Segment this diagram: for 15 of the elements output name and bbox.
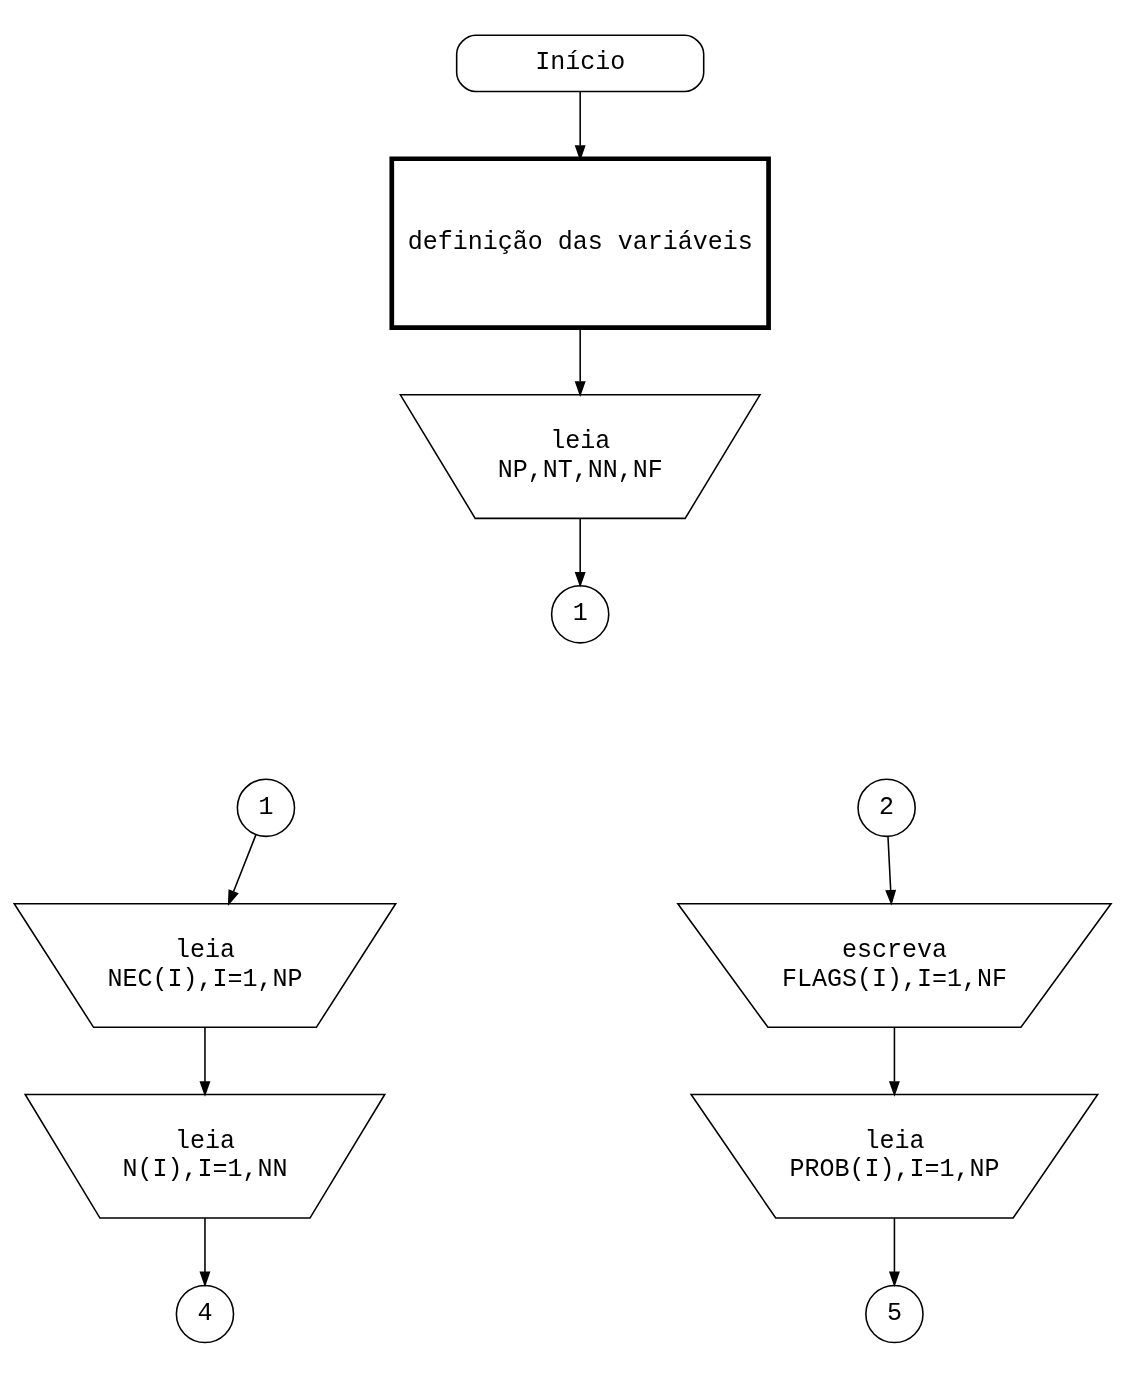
node-circle: 2 <box>857 778 916 838</box>
node-circle: 1 <box>236 778 296 838</box>
arrow <box>885 836 897 906</box>
node-circle: 4 <box>175 1284 235 1344</box>
node-circle: 1 <box>550 585 610 644</box>
node-box: Início <box>455 34 705 93</box>
arrow <box>199 1217 211 1288</box>
node-circle: 5 <box>865 1284 924 1344</box>
arrow <box>227 834 257 906</box>
arrow <box>888 1026 900 1097</box>
arrow <box>574 517 586 588</box>
arrow <box>574 327 586 397</box>
arrow <box>888 1217 900 1288</box>
node-box: definição das variáveis <box>389 156 771 330</box>
arrow <box>199 1026 211 1097</box>
